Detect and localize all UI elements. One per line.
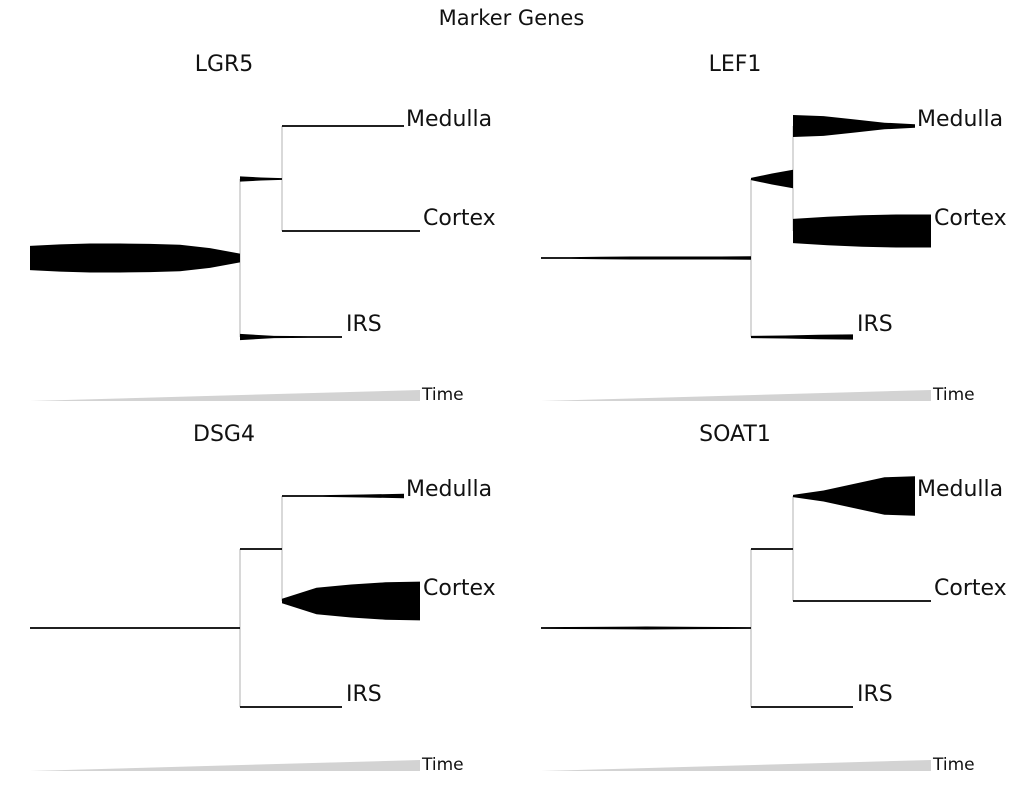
expression-band-cortex [793, 214, 931, 248]
expression-band-medulla [793, 115, 915, 137]
expression-band-medulla [282, 125, 404, 127]
time-wedge [30, 390, 420, 401]
panel-title: DSG4 [193, 422, 255, 447]
expression-band-medulla [793, 476, 915, 516]
leaf-label-irs: IRS [346, 312, 382, 337]
time-wedge [541, 390, 931, 401]
time-label: Time [932, 755, 975, 775]
figure-title: Marker Genes [438, 6, 585, 30]
leaf-label-medulla: Medulla [917, 107, 1003, 132]
panel-title: LGR5 [195, 52, 254, 77]
time-label: Time [932, 385, 975, 405]
expression-band-root [30, 627, 240, 629]
expression-band-cortex [282, 230, 420, 232]
leaf-label-irs: IRS [346, 682, 382, 707]
panel-title: LEF1 [709, 52, 762, 77]
expression-band-progenitor [751, 548, 793, 550]
expression-band-progenitor [240, 548, 282, 550]
expression-band-irs [240, 333, 342, 341]
time-label: Time [421, 755, 464, 775]
leaf-label-irs: IRS [857, 682, 893, 707]
time-label: Time [421, 385, 464, 405]
leaf-label-medulla: Medulla [406, 477, 492, 502]
expression-band-cortex [282, 581, 420, 621]
panel-title: SOAT1 [699, 422, 771, 447]
expression-band-irs [751, 706, 853, 708]
leaf-label-cortex: Cortex [934, 576, 1007, 601]
leaf-label-cortex: Cortex [423, 576, 496, 601]
leaf-label-medulla: Medulla [406, 107, 492, 132]
expression-band-irs [751, 334, 853, 340]
leaf-label-cortex: Cortex [423, 206, 496, 231]
expression-band-irs [240, 706, 342, 708]
leaf-label-irs: IRS [857, 312, 893, 337]
time-wedge [30, 760, 420, 771]
leaf-label-medulla: Medulla [917, 477, 1003, 502]
expression-band-root [541, 626, 751, 630]
expression-band-root [30, 243, 240, 273]
time-wedge [541, 760, 931, 771]
expression-band-progenitor [751, 169, 793, 189]
expression-band-cortex [793, 600, 931, 602]
leaf-label-cortex: Cortex [934, 206, 1007, 231]
expression-band-medulla [282, 493, 404, 499]
expression-band-progenitor [240, 176, 282, 182]
expression-band-root [541, 256, 751, 260]
